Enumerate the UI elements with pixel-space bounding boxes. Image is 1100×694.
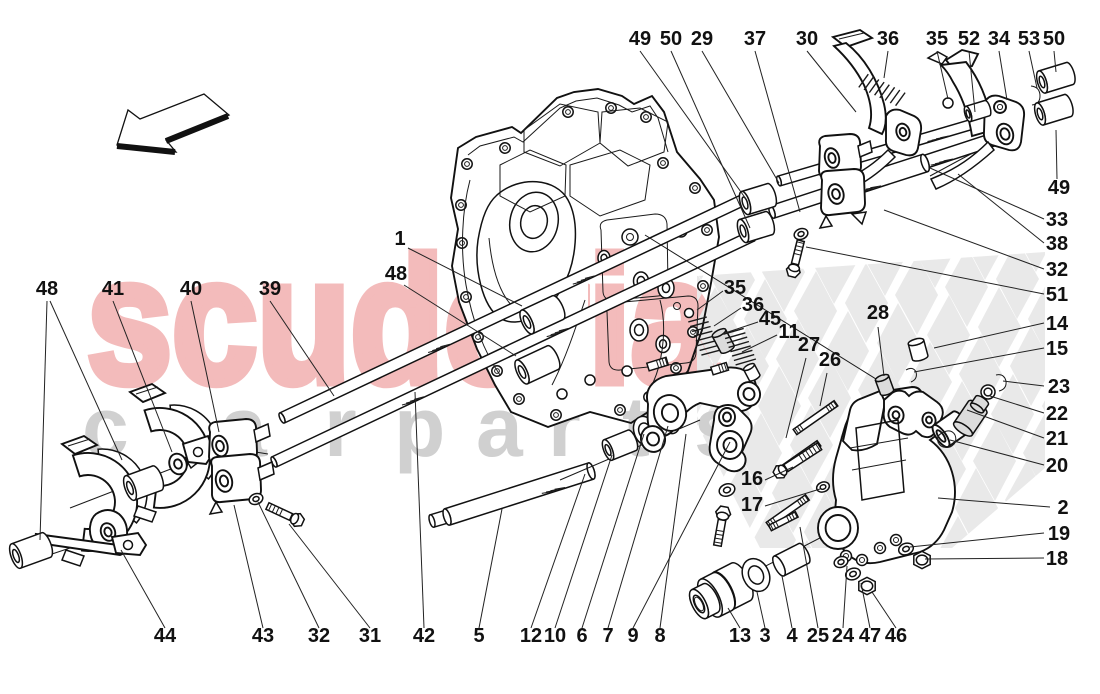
svg-text:3: 3 [759,625,770,647]
svg-text:14: 14 [1046,313,1069,335]
svg-text:7: 7 [602,625,613,647]
svg-text:47: 47 [859,625,881,647]
svg-text:51: 51 [1046,284,1068,306]
svg-text:scuderia: scuderia [87,221,718,420]
svg-text:46: 46 [885,625,907,647]
svg-text:9: 9 [627,625,638,647]
svg-text:36: 36 [742,294,764,316]
svg-text:40: 40 [180,278,202,300]
svg-text:20: 20 [1046,455,1068,477]
svg-text:49: 49 [629,28,651,50]
svg-text:38: 38 [1046,233,1068,255]
svg-text:49: 49 [1048,177,1070,199]
svg-text:50: 50 [1043,28,1065,50]
svg-text:42: 42 [413,625,435,647]
svg-text:48: 48 [385,263,407,285]
svg-text:21: 21 [1046,428,1068,450]
svg-text:19: 19 [1048,523,1070,545]
svg-text:13: 13 [729,625,751,647]
svg-text:34: 34 [988,28,1011,50]
svg-text:10: 10 [544,625,566,647]
svg-text:15: 15 [1046,338,1068,360]
svg-text:53: 53 [1018,28,1040,50]
svg-text:43: 43 [252,625,274,647]
svg-text:1: 1 [394,228,405,250]
svg-text:50: 50 [660,28,682,50]
svg-text:24: 24 [832,625,855,647]
svg-text:26: 26 [819,349,841,371]
svg-text:31: 31 [359,625,381,647]
svg-text:36: 36 [877,28,899,50]
svg-text:44: 44 [154,625,177,647]
svg-text:33: 33 [1046,209,1068,231]
svg-text:32: 32 [1046,259,1068,281]
svg-text:16: 16 [741,468,763,490]
svg-text:29: 29 [691,28,713,50]
svg-text:11: 11 [778,321,799,343]
svg-text:35: 35 [926,28,948,50]
svg-text:52: 52 [958,28,980,50]
svg-text:37: 37 [744,28,766,50]
svg-text:48: 48 [36,278,58,300]
svg-text:28: 28 [867,302,889,324]
svg-text:45: 45 [759,308,781,330]
svg-text:22: 22 [1046,403,1068,425]
svg-text:5: 5 [473,625,484,647]
svg-text:18: 18 [1046,548,1068,570]
svg-text:27: 27 [798,334,820,356]
svg-text:25: 25 [807,625,829,647]
svg-text:8: 8 [654,625,665,647]
svg-text:30: 30 [796,28,818,50]
svg-text:23: 23 [1048,376,1070,398]
svg-text:6: 6 [576,625,587,647]
svg-text:32: 32 [308,625,330,647]
svg-text:35: 35 [724,277,746,299]
svg-text:17: 17 [741,494,763,516]
svg-text:2: 2 [1057,497,1068,519]
svg-text:41: 41 [102,278,124,300]
svg-text:4: 4 [786,625,798,647]
svg-text:39: 39 [259,278,281,300]
svg-text:12: 12 [520,625,542,647]
